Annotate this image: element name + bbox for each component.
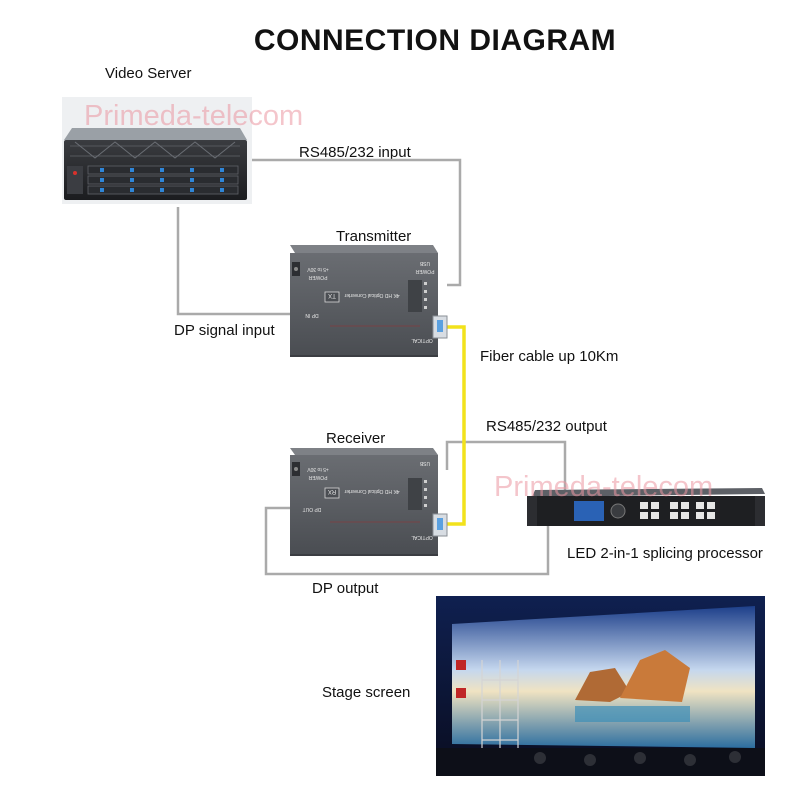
transmitter-icon: TX 4K HD Optical Converter +5 to 30V POW… <box>290 245 448 357</box>
diagram-title: CONNECTION DIAGRAM <box>253 24 617 57</box>
rs485-output-cable <box>445 440 567 490</box>
tx-usb-text: USB <box>419 260 430 266</box>
tx-power-text-2: POWER <box>415 268 434 274</box>
stage-screen-label: Stage screen <box>322 684 411 701</box>
tx-voltage-text: +5 to 30V <box>307 266 329 272</box>
video-server-label: Video Server <box>105 65 192 82</box>
rx-converter-title: 4K HD Optical Converter <box>344 488 399 494</box>
tx-badge: TX <box>328 292 336 298</box>
rs485-output-label: RS485/232 output <box>486 418 607 435</box>
rs485-input-cable <box>240 158 462 287</box>
rs485-input-label: RS485/232 input <box>299 144 411 161</box>
receiver-icon: RX 4K HD Optical Converter +5 to 30V POW… <box>290 448 448 556</box>
stage-screen-photo <box>436 596 765 776</box>
rx-badge: RX <box>328 488 336 494</box>
rx-optical-text: OPTICAL <box>411 534 433 540</box>
drive-bays <box>87 165 239 195</box>
dp-signal-input-label: DP signal input <box>174 322 275 339</box>
tx-converter-title: 4K HD Optical Converter <box>344 292 399 298</box>
transmitter-label: Transmitter <box>336 228 412 245</box>
video-server-icon <box>62 97 252 204</box>
led-processor-label: LED 2-in-1 splicing processor <box>567 545 763 562</box>
dp-output-label: DP output <box>312 580 379 597</box>
cables <box>176 158 567 576</box>
tx-optical-text: OPTICAL <box>411 337 433 343</box>
rx-power-text: POWER <box>308 474 327 480</box>
scaffolding <box>481 660 519 760</box>
fiber-cable-label: Fiber cable up 10Km <box>480 348 619 365</box>
watermark-bottom: Primeda-telecom <box>494 471 714 503</box>
tx-power-text: POWER <box>308 274 327 280</box>
fiber-cable <box>446 325 466 526</box>
receiver-label: Receiver <box>326 430 386 447</box>
tx-dp-in-text: DP IN <box>305 312 319 318</box>
dp-output-cable <box>264 506 550 576</box>
rx-dp-out-text: DP OUT <box>303 506 322 512</box>
rx-voltage-text: +5 to 30V <box>307 466 329 472</box>
rx-usb-text: USB <box>419 460 430 466</box>
dp-input-cable <box>176 207 294 316</box>
watermark-top: Primeda-telecom <box>84 100 304 132</box>
led-processor-icon <box>527 488 765 526</box>
